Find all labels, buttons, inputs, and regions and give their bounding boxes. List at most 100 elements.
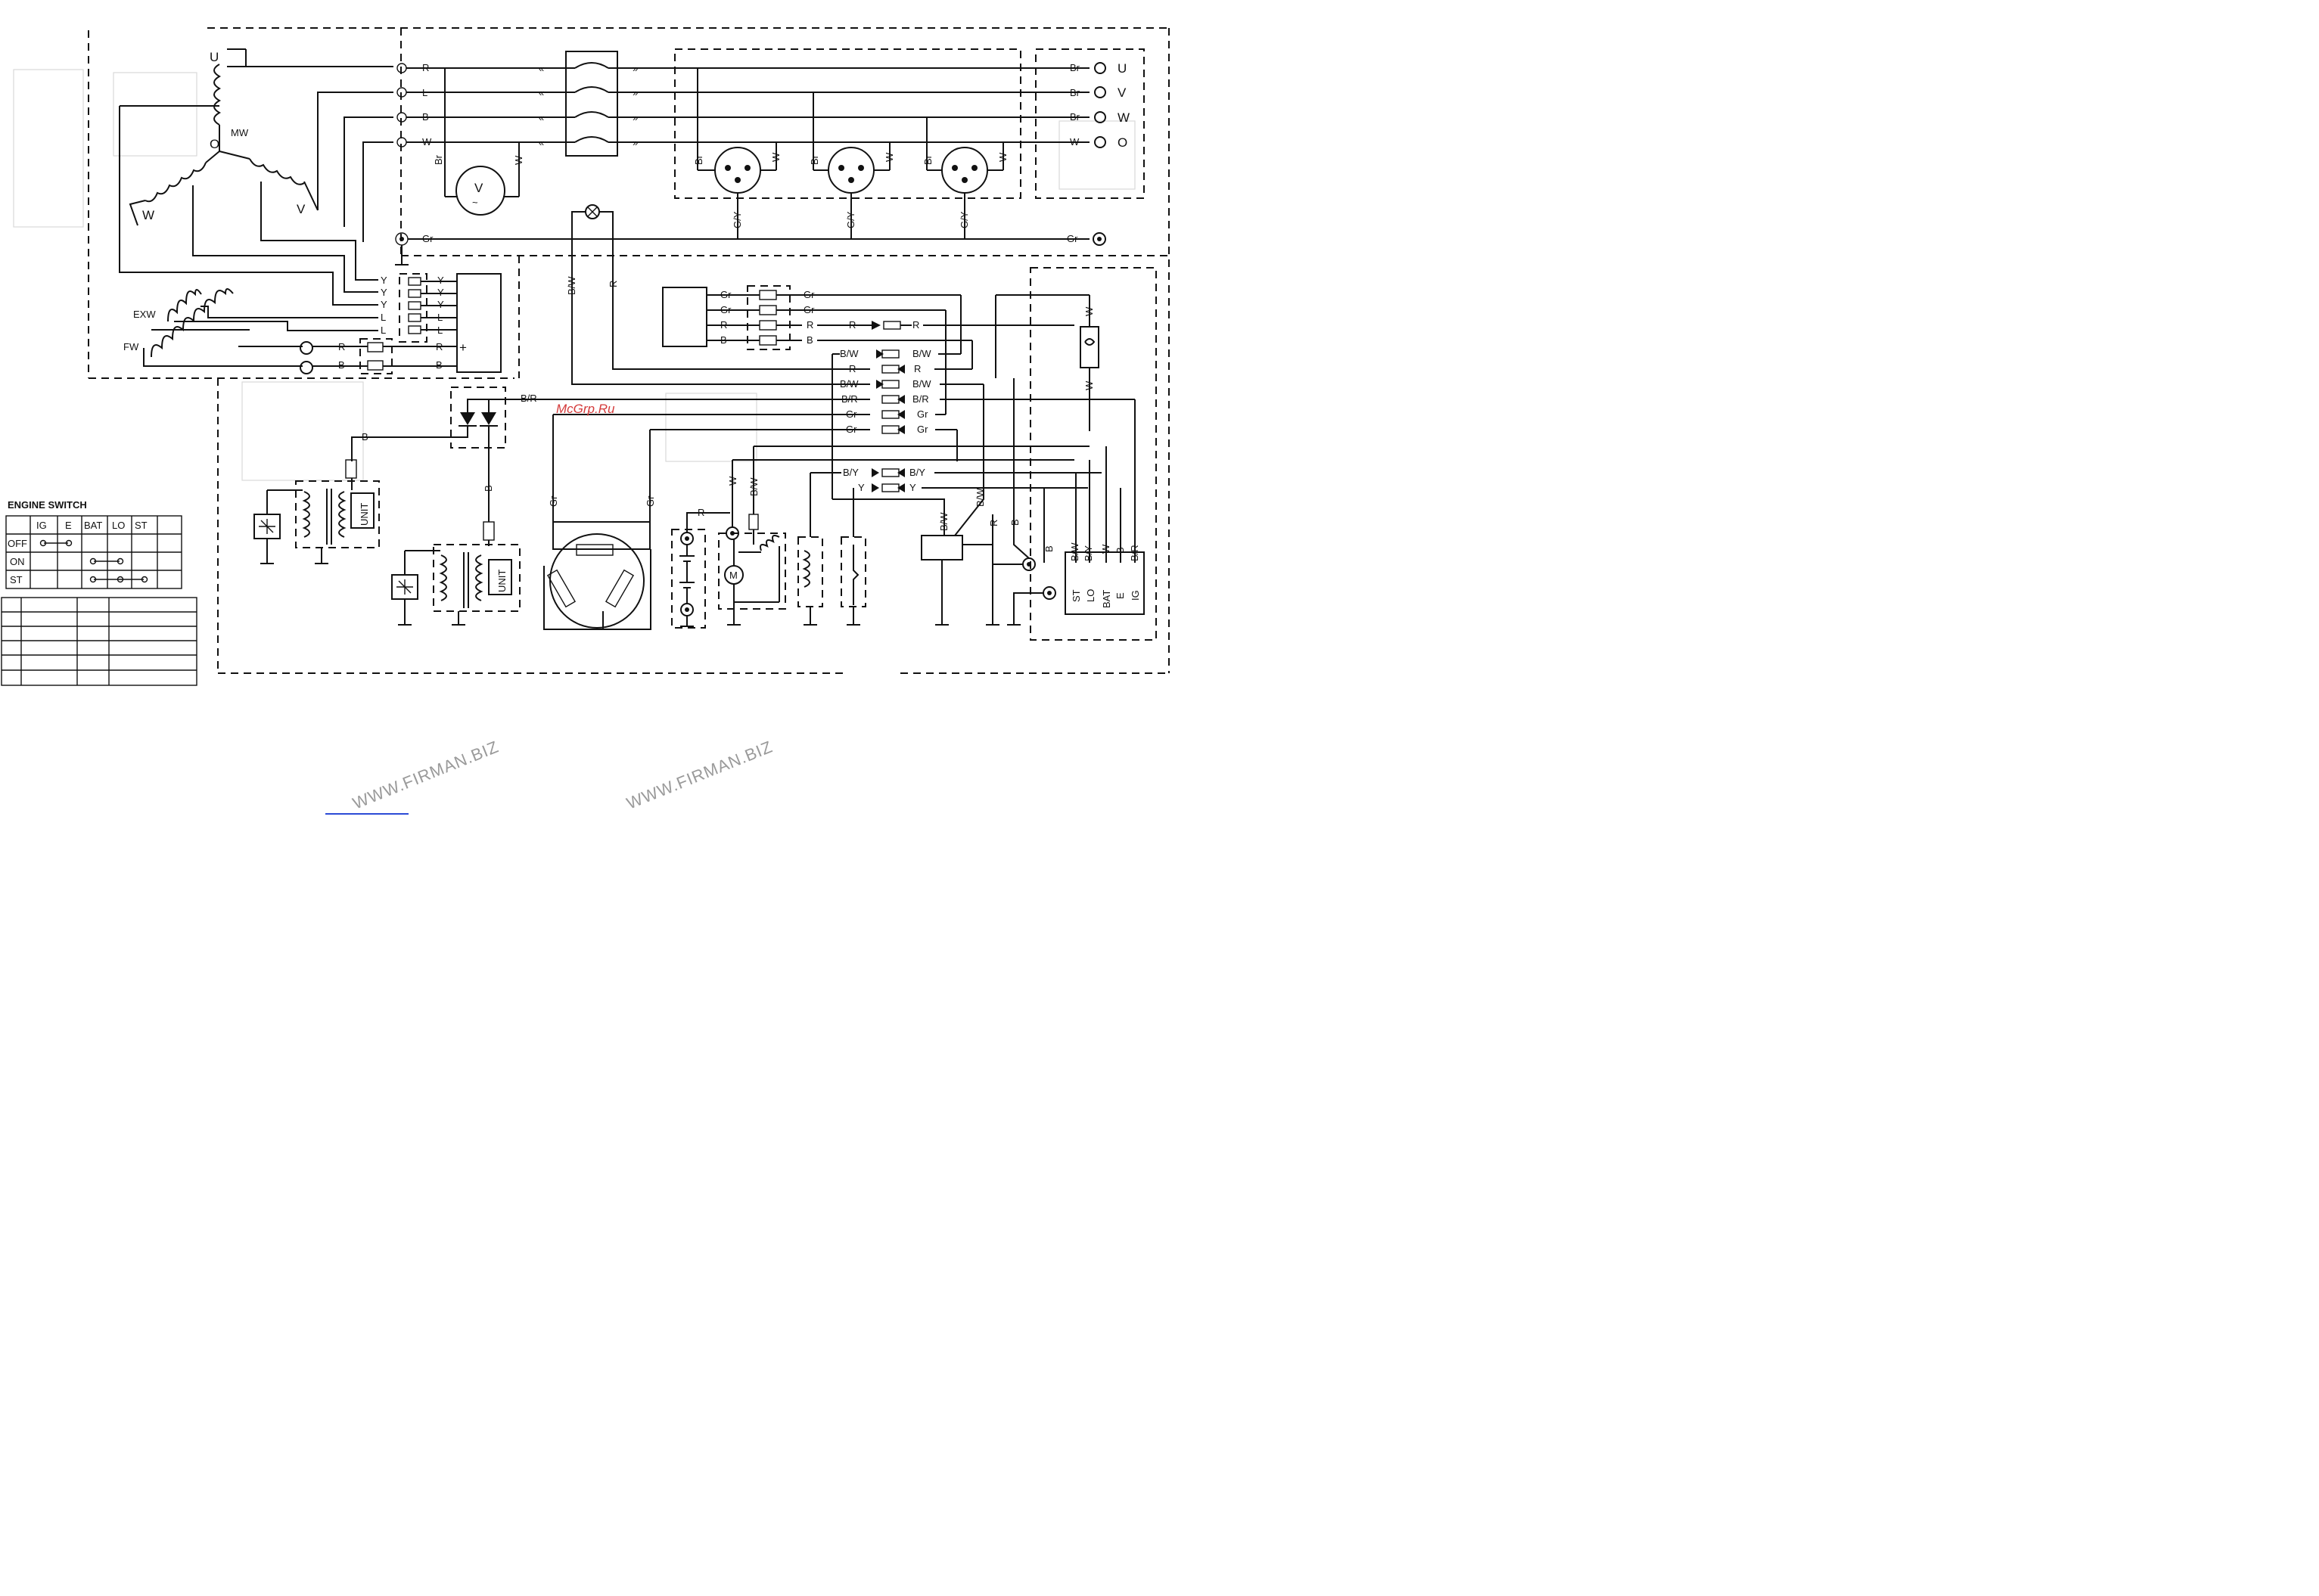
avr-y5: Y bbox=[437, 287, 444, 298]
avr-regulator: Y Y Y L L Y Y Y L L + R B R B bbox=[312, 273, 502, 374]
sw-by: B/Y bbox=[1083, 545, 1094, 561]
engine-switch-table: ENGINE SWITCH IG E BAT LO ST OFF ON ST bbox=[5, 499, 182, 589]
voltmeter-br-label: Br bbox=[433, 154, 444, 165]
avr-y3: Y bbox=[381, 299, 387, 310]
winding-leads bbox=[119, 66, 393, 331]
avr-y6: Y bbox=[437, 299, 444, 310]
rec1-w: W bbox=[770, 152, 782, 162]
oy-y-2: Y bbox=[909, 482, 916, 493]
sw-term-st: ST bbox=[1071, 589, 1082, 602]
starter-motor: M W B/W bbox=[718, 446, 786, 626]
h-bw-3: B/W bbox=[912, 348, 931, 359]
relay-bw-1: B/W bbox=[938, 512, 950, 531]
watermarks: McGrp.Ru WWW.FIRMAN.BIZ WWW.FIRMAN.BIZ bbox=[325, 402, 776, 815]
sw-bw: B/W bbox=[1069, 542, 1080, 561]
cu-b2: B bbox=[807, 334, 813, 346]
avr-l2: L bbox=[381, 324, 386, 336]
motor-w: W bbox=[727, 476, 738, 486]
es-col-ig: IG bbox=[36, 520, 47, 531]
h-gr-4: Gr bbox=[917, 424, 928, 435]
diode-block: B/R B B bbox=[351, 387, 870, 522]
battery-r: R bbox=[698, 507, 704, 518]
svg-text:~: ~ bbox=[472, 197, 478, 208]
motor-label: M bbox=[729, 570, 738, 581]
avr-l1: L bbox=[381, 312, 386, 323]
firman-watermark-left: WWW.FIRMAN.BIZ bbox=[350, 737, 502, 812]
phase-label-w: W bbox=[142, 208, 154, 222]
cu-r: R bbox=[720, 319, 727, 331]
es-col-st: ST bbox=[135, 520, 148, 531]
phase-label-u: U bbox=[210, 50, 219, 64]
output-terminal-v: V bbox=[1118, 85, 1127, 100]
fuse-w-top: W bbox=[1083, 306, 1095, 316]
h-r-1: R bbox=[849, 363, 856, 374]
circuit-breaker: «« «« »» »» bbox=[539, 51, 1090, 157]
sw-b: B bbox=[1043, 545, 1055, 552]
es-row-on: ON bbox=[10, 556, 25, 567]
term-gr: Gr bbox=[1067, 233, 1078, 244]
sw-br: B/R bbox=[1129, 545, 1140, 561]
blank-grid-table bbox=[1, 597, 197, 686]
harness-connectors: B/W R B/W B/R Gr Gr B/W R B/W B/R Gr Gr bbox=[732, 295, 1090, 499]
relay-r: R bbox=[988, 520, 999, 526]
output-terminal-o: O bbox=[1118, 135, 1127, 150]
cu-r-mid: R bbox=[849, 319, 856, 331]
main-winding-label: MW bbox=[231, 127, 249, 138]
fuse-w-bottom: W bbox=[1083, 380, 1095, 390]
fuse: W W bbox=[870, 294, 1135, 447]
h-gr-3: Gr bbox=[917, 408, 928, 420]
h-br-1: B/R bbox=[841, 393, 858, 405]
term-br-1: Br bbox=[1070, 62, 1080, 73]
stator-gr-left: Gr bbox=[548, 495, 559, 507]
main-winding: U O W V MW bbox=[129, 48, 319, 226]
diode-br: B/R bbox=[521, 393, 537, 404]
enclosures bbox=[88, 27, 1170, 674]
voltmeter-w-label: W bbox=[513, 155, 524, 165]
motor-bw: B/W bbox=[748, 477, 760, 496]
output-terminal-u: U bbox=[1118, 61, 1127, 76]
cu-gr2: Gr bbox=[720, 304, 732, 315]
h-gr-1: Gr bbox=[846, 408, 857, 420]
h-bw-2: B/W bbox=[840, 378, 859, 390]
rec2-gy: G/Y bbox=[845, 211, 856, 228]
fw-label: FW bbox=[123, 341, 139, 352]
engine-switch-title: ENGINE SWITCH bbox=[8, 499, 87, 511]
three-phase-terminals: Br Br Br W Gr U V W O bbox=[1067, 61, 1130, 246]
relay: B/W B/W R bbox=[832, 477, 999, 626]
phase-label-o: O bbox=[210, 137, 219, 151]
rec3-w: W bbox=[997, 152, 1009, 162]
avr-plus: + bbox=[459, 340, 467, 355]
cu-gr1: Gr bbox=[720, 289, 732, 300]
stator-gr-right: Gr bbox=[645, 495, 656, 507]
exw-label: EXW bbox=[133, 309, 156, 320]
battery: R bbox=[671, 507, 730, 629]
firman-watermark-right: WWW.FIRMAN.BIZ bbox=[624, 737, 776, 812]
oy-y-1: Y bbox=[858, 482, 865, 493]
sw-w: W bbox=[1100, 544, 1111, 554]
cu-r-right: R bbox=[912, 319, 919, 331]
svg-text:«: « bbox=[539, 137, 544, 148]
fw-b-right: B bbox=[436, 359, 443, 371]
oy-by-1: B/Y bbox=[843, 467, 859, 478]
sw-b2: B bbox=[1114, 547, 1126, 554]
svg-text:«: « bbox=[539, 87, 544, 98]
start-switch: ST LO BAT E IG B B/W B/Y W B B/R B bbox=[993, 378, 1145, 626]
ignition-coil-1: UNIT bbox=[253, 459, 380, 564]
h-br-2: B/R bbox=[912, 393, 929, 405]
sw-term-lo: LO bbox=[1085, 589, 1096, 602]
diode-b: B bbox=[362, 431, 368, 442]
excitation-windings: EXW FW bbox=[123, 288, 314, 374]
unit-label-2: UNIT bbox=[496, 570, 508, 592]
sw-term-e: E bbox=[1114, 592, 1126, 599]
oil-switch-connectors: B/Y Y B/Y Y bbox=[810, 467, 1102, 493]
ac-receptacles: Br W Br W Br W G/Y G/Y G/Y bbox=[693, 68, 1009, 239]
charging-stator: Gr Gr bbox=[543, 414, 870, 630]
h-gr-2: Gr bbox=[846, 424, 857, 435]
es-col-lo: LO bbox=[112, 520, 125, 531]
rec1-br: Br bbox=[693, 154, 704, 165]
es-row-st: ST bbox=[10, 574, 23, 585]
avr-y2: Y bbox=[381, 287, 387, 298]
cu-r2: R bbox=[807, 319, 813, 331]
rec2-br: Br bbox=[809, 154, 820, 165]
output-terminal-w: W bbox=[1118, 110, 1130, 125]
